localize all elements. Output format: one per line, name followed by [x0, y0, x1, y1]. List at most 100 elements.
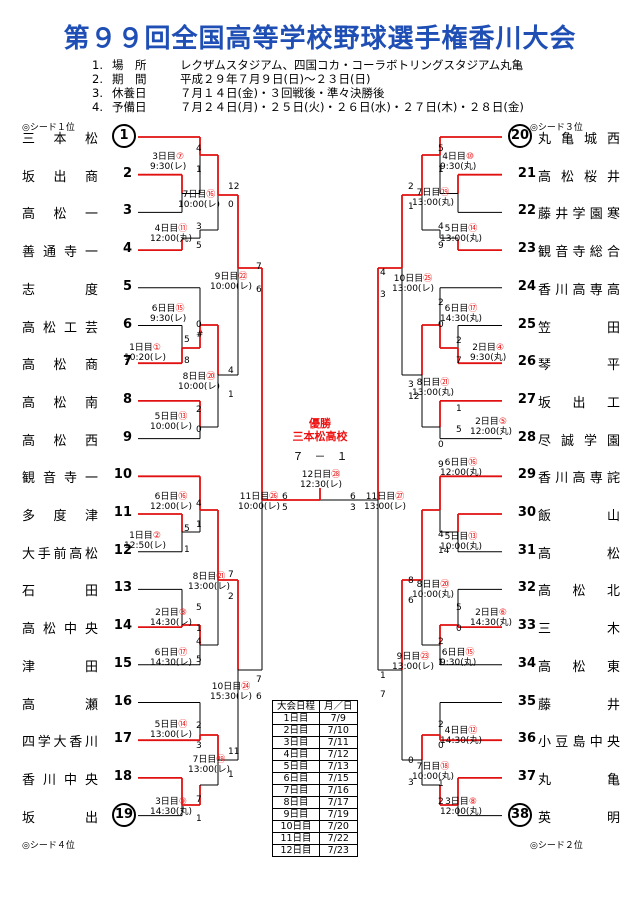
- team-name: 坂出: [22, 810, 98, 826]
- match-score: 4: [228, 366, 234, 376]
- match-day: 7日目⑲: [412, 188, 454, 198]
- match-score: 2: [196, 721, 202, 731]
- match-day: 4日目⑫: [440, 726, 482, 736]
- match-day: 1日目②: [124, 531, 166, 541]
- match-score: 8: [184, 356, 190, 366]
- match-day-text: 8日目: [192, 572, 217, 582]
- team-number: 23: [517, 241, 536, 257]
- team-name: 飯山: [538, 509, 620, 524]
- match-day-text: 1日目: [129, 343, 153, 353]
- match-score: 8: [408, 576, 414, 586]
- match-score: 4: [196, 144, 202, 154]
- match-score: 2: [196, 405, 202, 415]
- team-number: 17: [113, 731, 132, 747]
- match-day: 8日目⑳: [412, 580, 454, 590]
- match-number: ⑬: [178, 412, 188, 422]
- match-day-text: 5日目: [444, 532, 469, 542]
- team-number: 2: [122, 165, 132, 181]
- match-score: 14: [438, 546, 450, 556]
- champion-label: 優勝: [309, 417, 331, 430]
- team-number: 1: [112, 124, 136, 148]
- match-day-text: 11日目: [239, 492, 270, 502]
- match-time: 14:30(レ): [150, 618, 192, 628]
- info-val: 平成２９年７月９日(日)～２３日(日): [180, 72, 371, 86]
- team-number: 38: [508, 802, 532, 827]
- match-day: 6日目⑮: [150, 304, 186, 314]
- match-day-text: 5日目: [154, 720, 179, 730]
- schedule-day: 12日目: [271, 844, 321, 857]
- team-name: 石田: [22, 584, 98, 600]
- match-score: 1: [196, 165, 202, 175]
- match-score: 1: [228, 390, 234, 400]
- match-number: ㉔: [241, 682, 251, 692]
- team-name: 高松商: [22, 358, 98, 374]
- seed-note-3: ◎シード３位: [530, 123, 583, 133]
- match-number: ⑰: [468, 304, 478, 314]
- match-score: 4: [380, 268, 386, 278]
- schedule-day: 5日目: [271, 760, 321, 773]
- schedule-date: 7/22: [319, 832, 358, 845]
- seed-note-2: ◎シード２位: [530, 841, 583, 851]
- team-number: 6: [122, 316, 132, 332]
- match-day: 8日目⑳: [178, 372, 220, 382]
- info-key: 期 間: [112, 72, 147, 86]
- match-number: ⑦: [175, 152, 185, 162]
- match-number: ⑳: [206, 372, 216, 382]
- match-day-text: 2日目: [472, 343, 496, 353]
- schedule-day: 2日目: [271, 724, 321, 737]
- match-number: ㉖: [269, 492, 279, 502]
- match-time: 9:30(丸): [440, 162, 477, 172]
- match-day-text: 8日目: [416, 580, 441, 590]
- match-time: 12:50(レ): [124, 541, 166, 551]
- team-number: 9: [122, 429, 132, 445]
- match-time: 14:30(丸): [150, 807, 192, 817]
- match-time: 10:00(丸): [412, 590, 454, 600]
- match-number: ㉘: [331, 470, 341, 480]
- match-time: 13:00(レ): [364, 502, 406, 512]
- match-number: ⑥: [498, 608, 507, 618]
- match-score: 3: [380, 290, 386, 300]
- match-number: ⑮: [465, 648, 475, 658]
- match-number: ⑲: [440, 188, 450, 198]
- team-number: 3: [122, 203, 132, 219]
- match-time: 14:30(丸): [470, 618, 512, 628]
- match-number: ㉑: [440, 378, 450, 388]
- seed-note-1: ◎シード１位: [22, 123, 75, 133]
- match-day-text: 6日目: [441, 648, 466, 658]
- match-number: ⑳: [440, 580, 450, 590]
- match-score: 9: [438, 460, 444, 470]
- match-day-text: 3日目: [152, 152, 176, 162]
- match-time: 10:00(レ): [150, 422, 192, 432]
- match-score: 2: [438, 637, 444, 647]
- match-score: 5: [282, 503, 288, 513]
- match-time: 12:00(丸): [440, 468, 482, 478]
- match-number: ⑭: [178, 720, 188, 730]
- match-day: 2日目④: [470, 343, 506, 353]
- match-time: 9:30(レ): [150, 162, 187, 172]
- schedule-day: 7日目: [271, 784, 321, 797]
- team-number: 36: [517, 731, 536, 747]
- match-score: 5: [456, 425, 462, 435]
- match-time: 13:00(レ): [188, 765, 230, 775]
- match-number: ⑲: [216, 755, 226, 765]
- match-time: 13:00(レ): [188, 582, 230, 592]
- match-number: ⑨: [178, 797, 187, 807]
- team-number: 13: [113, 580, 132, 596]
- match-number: ⑩: [465, 152, 475, 162]
- match-score: 0: [438, 320, 444, 330]
- match-time: 14:30(レ): [150, 658, 192, 668]
- team-number: 16: [113, 693, 132, 709]
- match-day-text: 6日目: [151, 304, 176, 314]
